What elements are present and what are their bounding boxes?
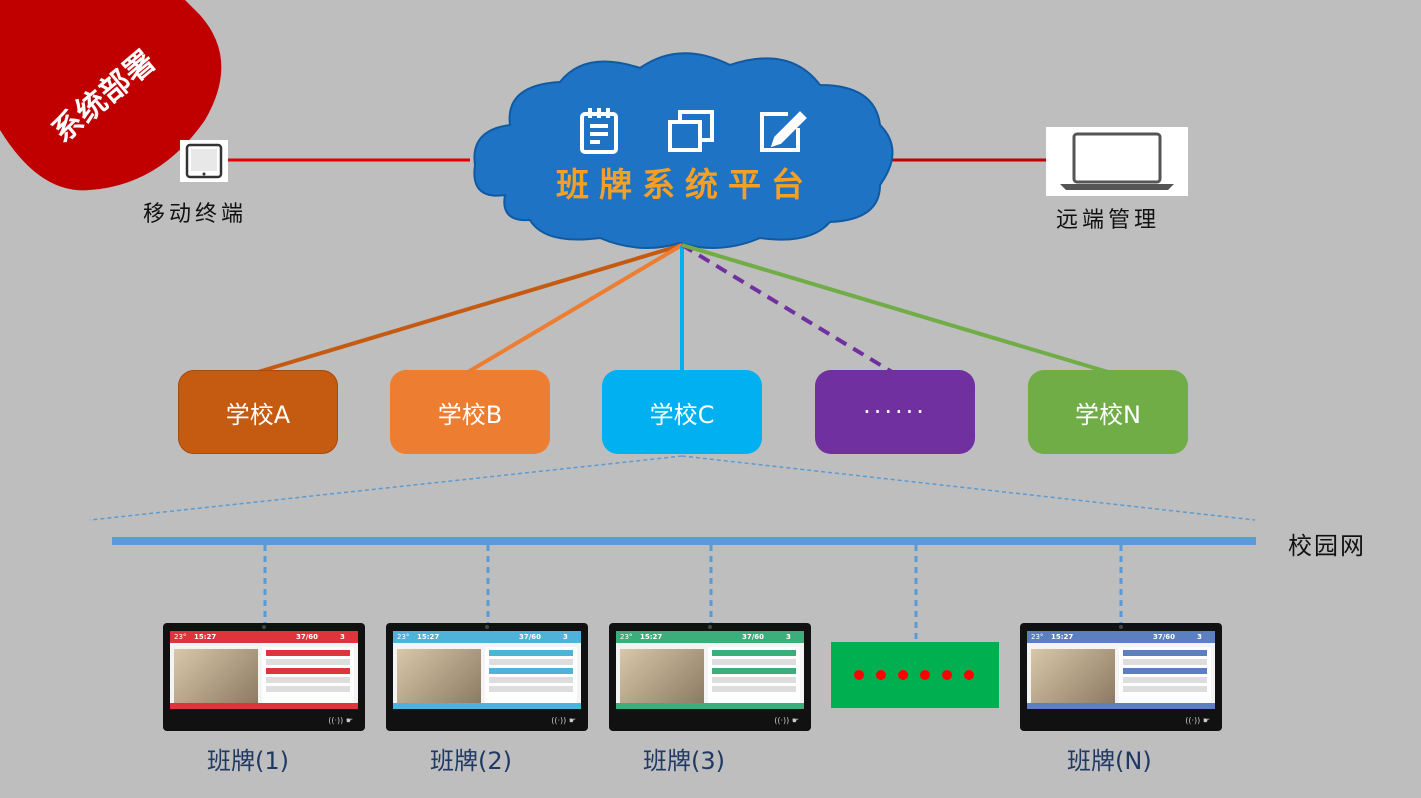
notepad-icon: [580, 108, 618, 154]
school-more-label: ······: [863, 398, 927, 426]
screen-count: 3: [563, 633, 568, 641]
fan-left: [89, 455, 683, 521]
screen-time: 15:27: [640, 633, 663, 641]
screen-count: 3: [1197, 633, 1202, 641]
school-n-label: 学校N: [1075, 400, 1141, 429]
board-n-label: 班牌(N): [1067, 747, 1152, 775]
screen-ratio: 37/60: [742, 633, 765, 641]
school-a-box: 学校A: [178, 370, 338, 454]
link-school-more: [680, 243, 894, 374]
windows-icon: [668, 110, 714, 152]
more-boards-box: [831, 642, 999, 708]
screen-temp: 23°: [1031, 633, 1044, 641]
platform-title: 班牌系统平台: [556, 165, 814, 204]
remote-management-label: 远端管理: [1056, 208, 1161, 233]
screen-count: 3: [786, 633, 791, 641]
school-b-box: 学校B: [390, 370, 550, 454]
class-board-2: 23° 15:27 37/60 3 ((·)) ☛: [386, 623, 588, 731]
board-2-label: 班牌(2): [430, 747, 512, 775]
school-n-box: 学校N: [1028, 370, 1188, 454]
red-dots: [854, 670, 974, 680]
school-a-label: 学校A: [225, 400, 291, 429]
board-1-label: 班牌(1): [207, 747, 289, 775]
school-b-label: 学校B: [437, 400, 503, 429]
edit-icon: [760, 111, 807, 152]
link-school-b: [466, 243, 684, 374]
screen-time: 15:27: [1051, 633, 1074, 641]
tablet-icon: [180, 140, 228, 182]
fan-right: [681, 455, 1256, 521]
screen-ratio: 37/60: [296, 633, 319, 641]
school-c-label: 学校C: [649, 400, 715, 429]
link-school-a: [257, 243, 683, 374]
screen-temp: 23°: [397, 633, 410, 641]
class-board-n: 23° 15:27 37/60 3 ((·)) ☛: [1020, 623, 1222, 731]
screen-time: 15:27: [194, 633, 217, 641]
screen-time: 15:27: [417, 633, 440, 641]
class-board-3: 23° 15:27 37/60 3 ((·)) ☛: [609, 623, 811, 731]
mobile-terminal-label: 移动终端: [143, 202, 248, 227]
laptop-icon: [1046, 127, 1188, 196]
link-school-n: [681, 243, 1109, 374]
corner-badge: [0, 0, 222, 191]
screen-ratio: 37/60: [519, 633, 542, 641]
school-c-box: 学校C: [602, 370, 762, 454]
screen-count: 3: [340, 633, 345, 641]
board-3-label: 班牌(3): [643, 747, 725, 775]
screen-temp: 23°: [174, 633, 187, 641]
school-more-box: ······: [815, 370, 975, 454]
screen-ratio: 37/60: [1153, 633, 1176, 641]
campus-network-label: 校园网: [1288, 532, 1366, 560]
screen-temp: 23°: [620, 633, 633, 641]
class-board-1: 23° 15:27 37/60 3 ((·)) ☛: [163, 623, 365, 731]
